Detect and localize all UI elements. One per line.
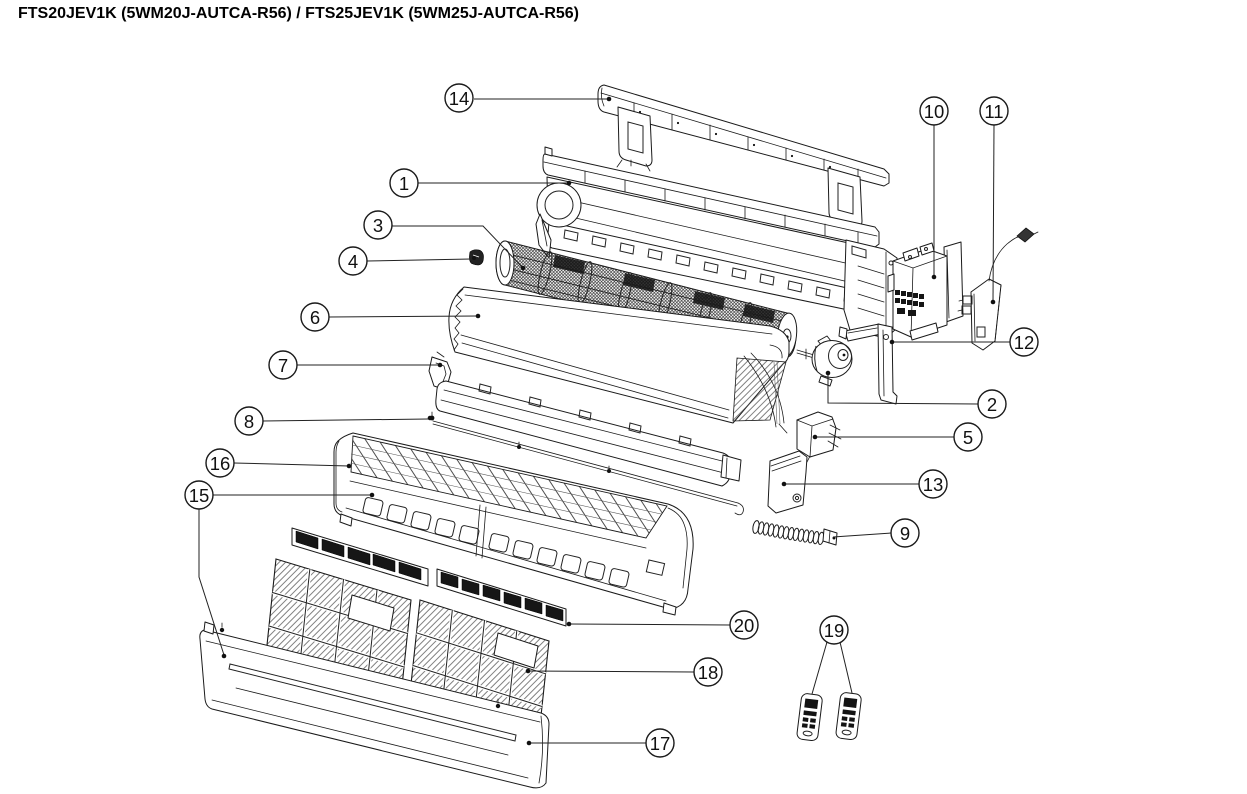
svg-text:11: 11 xyxy=(984,101,1003,122)
part-rear-chassis xyxy=(535,146,898,339)
callout-18: 18 xyxy=(693,657,723,687)
callout-20: 20 xyxy=(729,610,759,640)
svg-text:14: 14 xyxy=(449,88,470,109)
svg-text:10: 10 xyxy=(924,101,945,122)
callout-16: 16 xyxy=(205,448,235,478)
callout-1: 1 xyxy=(389,168,419,198)
svg-text:9: 9 xyxy=(900,523,910,544)
svg-text:1: 1 xyxy=(399,173,409,194)
part-control-box xyxy=(887,241,964,341)
part-front-grille xyxy=(333,432,694,616)
callout-3: 3 xyxy=(363,210,393,240)
part-remote-controller-2 xyxy=(835,692,862,741)
part-drain-pan xyxy=(428,351,742,487)
callout-15: 15 xyxy=(184,480,214,510)
part-heat-exchanger xyxy=(448,286,790,434)
callout-2: 2 xyxy=(977,389,1007,419)
svg-text:16: 16 xyxy=(210,453,231,474)
part-motor-cover xyxy=(767,450,808,514)
part-remote-controller-1 xyxy=(796,693,823,742)
callout-7: 7 xyxy=(268,350,298,380)
callout-14: 14 xyxy=(444,83,474,113)
callout-19: 19 xyxy=(819,615,849,645)
callout-5: 5 xyxy=(953,422,983,452)
svg-text:17: 17 xyxy=(650,733,671,754)
leader-lines xyxy=(198,96,1010,746)
callout-12: 12 xyxy=(1009,327,1039,357)
svg-text:20: 20 xyxy=(734,615,755,636)
svg-text:6: 6 xyxy=(310,307,320,328)
svg-text:13: 13 xyxy=(923,474,944,495)
callout-11: 11 xyxy=(979,96,1009,126)
part-fan-motor xyxy=(796,335,853,387)
callout-9: 9 xyxy=(890,518,920,548)
svg-text:2: 2 xyxy=(987,394,997,415)
svg-text:7: 7 xyxy=(278,355,288,376)
part-drain-hose xyxy=(752,520,838,546)
part-purifier-filter-strips xyxy=(291,527,567,627)
svg-text:18: 18 xyxy=(698,662,719,683)
part-fan-bearing xyxy=(469,249,484,266)
svg-text:8: 8 xyxy=(244,411,254,432)
callout-8: 8 xyxy=(234,406,264,436)
callout-17: 17 xyxy=(645,728,675,758)
svg-text:4: 4 xyxy=(348,251,358,272)
callout-4: 4 xyxy=(338,246,368,276)
svg-text:12: 12 xyxy=(1014,332,1035,353)
part-vane-rod xyxy=(429,411,744,516)
callout-6: 6 xyxy=(300,302,330,332)
svg-text:5: 5 xyxy=(963,427,973,448)
svg-text:15: 15 xyxy=(189,485,210,506)
svg-text:3: 3 xyxy=(373,215,383,236)
callout-10: 10 xyxy=(919,96,949,126)
part-mounting-plate xyxy=(597,84,890,233)
part-front-panel xyxy=(199,621,550,789)
svg-text:19: 19 xyxy=(824,620,845,641)
page-title: FTS20JEV1K (5WM20J-AUTCA-R56) / FTS25JEV… xyxy=(18,5,580,22)
callout-13: 13 xyxy=(918,469,948,499)
